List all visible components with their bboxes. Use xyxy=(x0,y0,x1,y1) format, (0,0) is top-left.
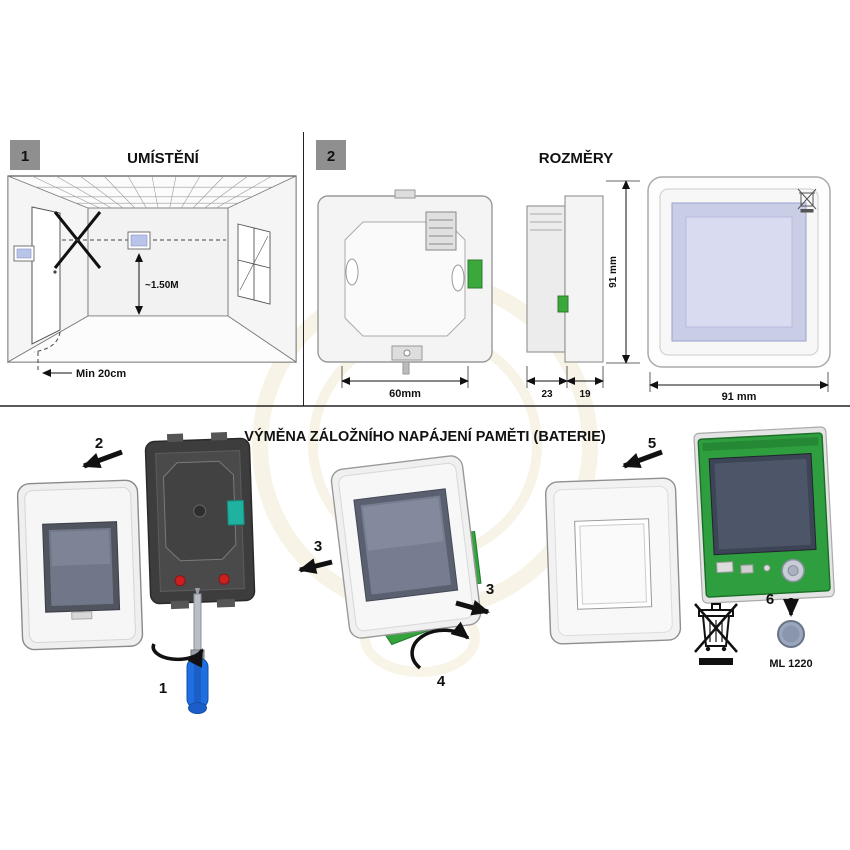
door xyxy=(31,206,61,345)
back-wall xyxy=(87,207,229,317)
screwdriver xyxy=(186,588,209,714)
weee-icon-small xyxy=(797,188,817,213)
badge-1-label: 1 xyxy=(21,148,29,165)
thermostat-front-step xyxy=(16,479,144,651)
step-4-rotate-arrow xyxy=(410,621,470,670)
step-2-arrow xyxy=(82,449,123,469)
badge-2 xyxy=(316,140,346,170)
pcb-board xyxy=(693,426,835,604)
green-clip xyxy=(467,259,483,289)
weee-icon xyxy=(694,603,738,665)
battery-section-title: VÝMĚNA ZÁLOŽNÍHO NAPÁJENÍ PAMĚTI (BATERI… xyxy=(244,427,606,445)
step-4-label: 4 xyxy=(437,673,446,690)
door-knob xyxy=(53,270,57,274)
dim-height-91mm: 91 mm xyxy=(606,180,640,364)
dim-91mm-height-label: 91 mm xyxy=(608,256,619,288)
thermostat-correct-position xyxy=(127,231,151,250)
weee-bar xyxy=(699,658,733,665)
section-battery: VÝMĚNA ZÁLOŽNÍHO NAPÁJENÍ PAMĚTI (BATERI… xyxy=(16,426,835,714)
thermostat-tilted xyxy=(330,455,482,646)
room-illustration: ~1.50M Min 20cm xyxy=(6,175,298,380)
step-3-left-label: 3 xyxy=(314,538,322,555)
step-3-left-arrow xyxy=(298,558,333,574)
bottom-screw xyxy=(403,349,411,357)
thermostat-front-view: 91 mm xyxy=(647,176,831,403)
screw-slot-left xyxy=(345,258,359,286)
step-3-right-label: 3 xyxy=(486,581,494,598)
screw-slot-right xyxy=(451,264,465,292)
screw-stem xyxy=(402,361,410,375)
ceiling-grid xyxy=(31,175,273,209)
dim-23-label: 23 xyxy=(541,389,553,400)
side-green-clip xyxy=(557,295,569,313)
dim-19-label: 19 xyxy=(579,389,591,400)
teal-clip xyxy=(226,499,245,526)
badge-2-label: 2 xyxy=(327,148,335,165)
min-distance-label: Min 20cm xyxy=(76,368,126,380)
step-6-label: 6 xyxy=(766,591,774,608)
front-screen-inner xyxy=(685,216,793,328)
floor xyxy=(6,315,298,363)
red-screw-right xyxy=(218,573,230,585)
red-screw-left xyxy=(174,575,186,587)
step-1-rotate-arrow xyxy=(151,643,204,668)
battery-type-label: ML 1220 xyxy=(769,658,812,670)
thermostat-back-view: 60mm xyxy=(317,189,493,400)
height-label: ~1.50M xyxy=(145,280,179,291)
dimensions-title: ROZMĚRY xyxy=(539,149,613,167)
step-1-label: 1 xyxy=(159,680,167,697)
terminal-block xyxy=(425,211,457,251)
step-5-label: 5 xyxy=(648,435,656,452)
top-tab xyxy=(394,189,416,199)
thermostat-side-view: 23 19 xyxy=(526,195,604,400)
dim-91mm-width-label: 91 mm xyxy=(722,391,757,403)
section-placement: 1 UMÍSTĚNÍ xyxy=(6,140,298,380)
mounting-frame-dark xyxy=(144,432,256,610)
section-dimensions: 2 ROZMĚRY 60mm xyxy=(316,140,831,403)
badge-1 xyxy=(10,140,40,170)
placement-title: UMÍSTĚNÍ xyxy=(127,149,200,167)
thermostat-wrong-position xyxy=(13,245,35,262)
front-frame xyxy=(544,477,682,645)
step-5-arrow xyxy=(622,449,663,469)
door-swing-arc xyxy=(33,331,61,353)
step-2-label: 2 xyxy=(95,435,103,452)
window xyxy=(237,223,271,305)
step-3-right-arrow xyxy=(455,599,490,616)
dim-60mm-label: 60mm xyxy=(389,388,421,400)
